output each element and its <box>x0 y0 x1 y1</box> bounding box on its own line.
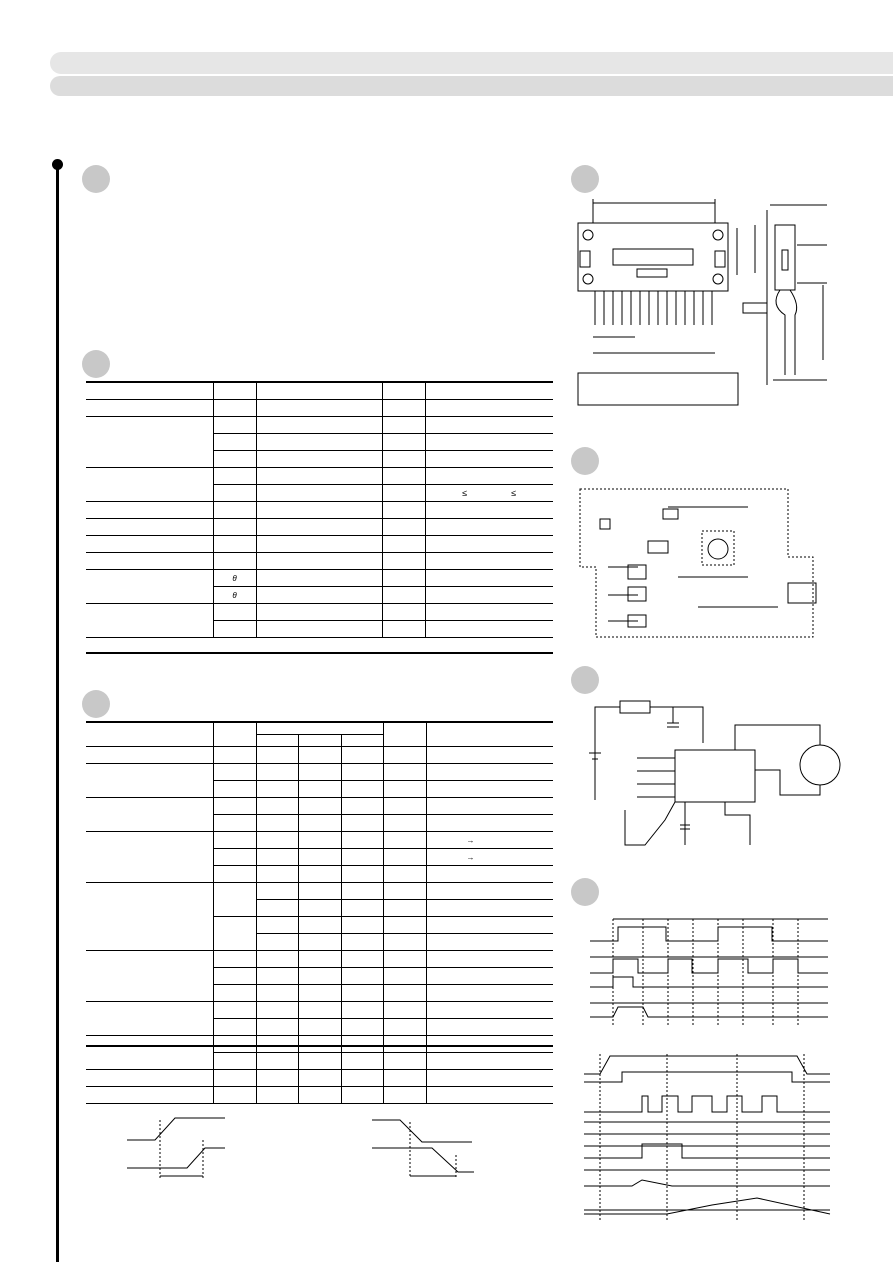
table-row <box>86 746 553 764</box>
table-row <box>86 535 553 553</box>
table-row <box>86 967 553 985</box>
section-bullet-application-circuit <box>571 666 599 694</box>
arrow-symbol: → <box>466 852 475 862</box>
table-row <box>86 899 553 917</box>
table-row <box>86 552 553 570</box>
ratings-table-bottom-rule <box>86 652 553 654</box>
table-row <box>86 1069 553 1087</box>
timing-chart-2 <box>584 1054 831 1222</box>
table-row <box>86 416 553 434</box>
table-header-row <box>86 723 553 735</box>
header-band-bottom <box>50 76 893 96</box>
fall-time-waveform <box>372 1119 474 1178</box>
application-circuit <box>589 700 841 846</box>
table-row <box>86 814 553 832</box>
table-row <box>86 518 553 536</box>
arrow-symbol: → <box>466 835 475 845</box>
elec-table-bottom-rule <box>86 1045 553 1047</box>
block-diagram <box>579 488 817 638</box>
leq-symbol: ≤ <box>462 488 468 498</box>
section-bullet-timing-chart <box>571 878 599 906</box>
table-row <box>86 501 553 519</box>
table-row <box>86 1035 553 1053</box>
margin-vertical-rule <box>56 165 59 1262</box>
table-row <box>86 797 553 815</box>
table-row <box>86 433 553 451</box>
table-row: θ <box>86 586 553 604</box>
section-bullet-package-outline <box>571 165 599 193</box>
table-row <box>86 467 553 485</box>
table-row <box>86 950 553 968</box>
elec-table-top-rule <box>86 721 553 723</box>
margin-dot <box>52 159 63 170</box>
theta-symbol: θ <box>232 590 237 600</box>
table-row <box>86 1018 553 1036</box>
table-row <box>86 450 553 468</box>
timing-chart-1 <box>590 918 828 1025</box>
rise-time-waveform <box>127 1117 225 1178</box>
table-row: → <box>86 831 553 849</box>
section-bullet-features <box>82 165 110 193</box>
table-row <box>86 620 553 638</box>
table-row: θ <box>86 569 553 587</box>
table-row <box>86 383 553 400</box>
leq-symbol: ≤ <box>511 488 517 498</box>
electrical-table: → → <box>86 723 553 1104</box>
table-row: → <box>86 848 553 866</box>
table-row <box>86 1086 553 1104</box>
section-bullet-absolute-ratings <box>82 350 110 378</box>
table-row <box>86 882 553 900</box>
section-bullet-electrical-characteristics <box>82 690 110 718</box>
table-row <box>86 399 553 417</box>
table-row <box>86 865 553 883</box>
package-outline-drawing <box>577 199 827 406</box>
table-row <box>86 780 553 798</box>
table-row <box>86 1001 553 1019</box>
section-bullet-block-diagram <box>571 447 599 475</box>
table-row <box>86 763 553 781</box>
header-band-top <box>50 52 893 74</box>
ratings-table-top-rule <box>86 381 553 383</box>
theta-symbol: θ <box>232 573 237 583</box>
ratings-table: ≤≤ θ θ <box>86 383 553 638</box>
table-row <box>86 916 553 934</box>
table-header-row <box>86 734 553 747</box>
table-row <box>86 603 553 621</box>
table-row <box>86 984 553 1002</box>
table-row: ≤≤ <box>86 484 553 502</box>
package-pins <box>594 291 713 325</box>
table-row <box>86 933 553 951</box>
table-row <box>86 1052 553 1070</box>
